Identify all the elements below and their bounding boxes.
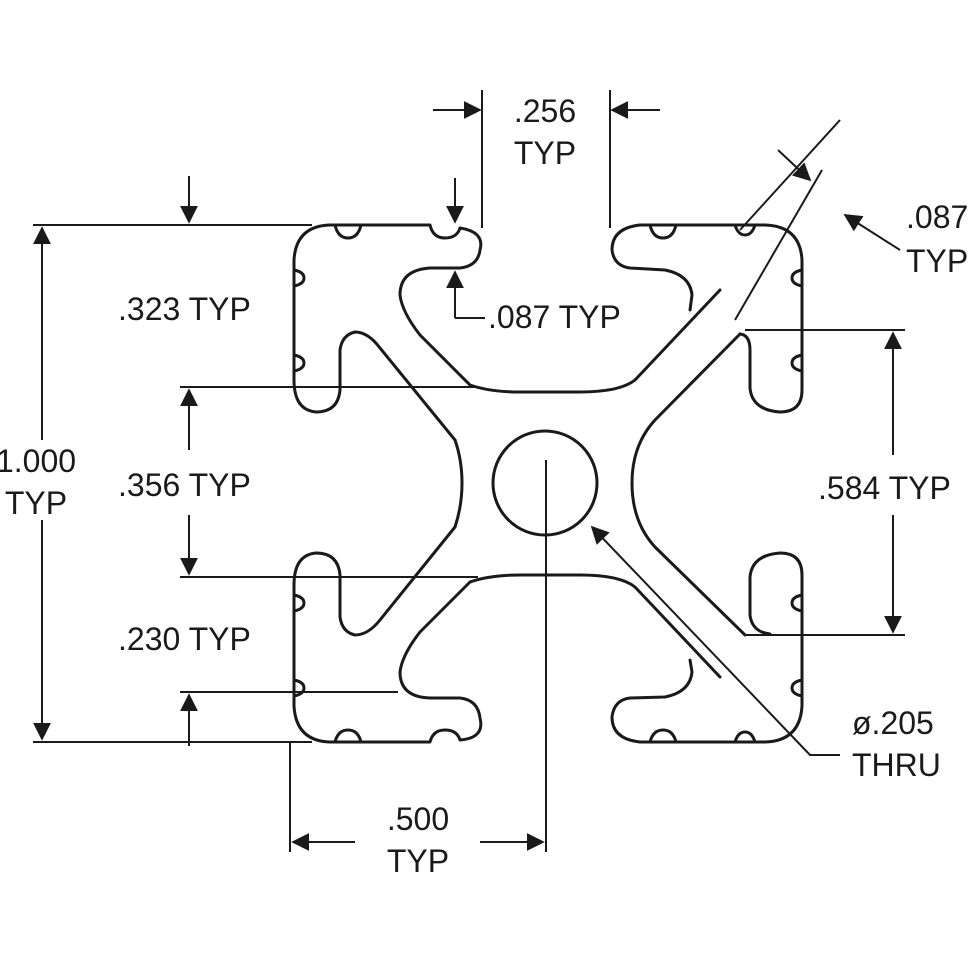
half-width-label: .500 <box>387 801 449 837</box>
dimension-lines <box>33 90 905 852</box>
half-width-typ-label: TYP <box>387 843 449 879</box>
slot-depth-label: .584 TYP <box>818 470 951 506</box>
slot-width-typ-label: TYP <box>514 135 576 171</box>
slot-width-label: .256 <box>514 93 576 129</box>
diag-wall-label: .087 <box>906 199 968 235</box>
overall-width-label: 1.000 <box>0 443 76 479</box>
overall-typ-label: TYP <box>5 485 67 521</box>
hole-thru-label: THRU <box>852 747 941 783</box>
hole-diameter-label: ø.205 <box>852 705 934 741</box>
center-gap-label: .356 TYP <box>118 467 251 503</box>
diag-wall-typ-label: TYP <box>906 243 968 279</box>
lip-thickness-label: .087 TYP <box>488 299 621 335</box>
corner-size-label: .323 TYP <box>118 291 251 327</box>
lower-offset-label: .230 TYP <box>118 621 251 657</box>
profile-outline <box>292 223 804 744</box>
